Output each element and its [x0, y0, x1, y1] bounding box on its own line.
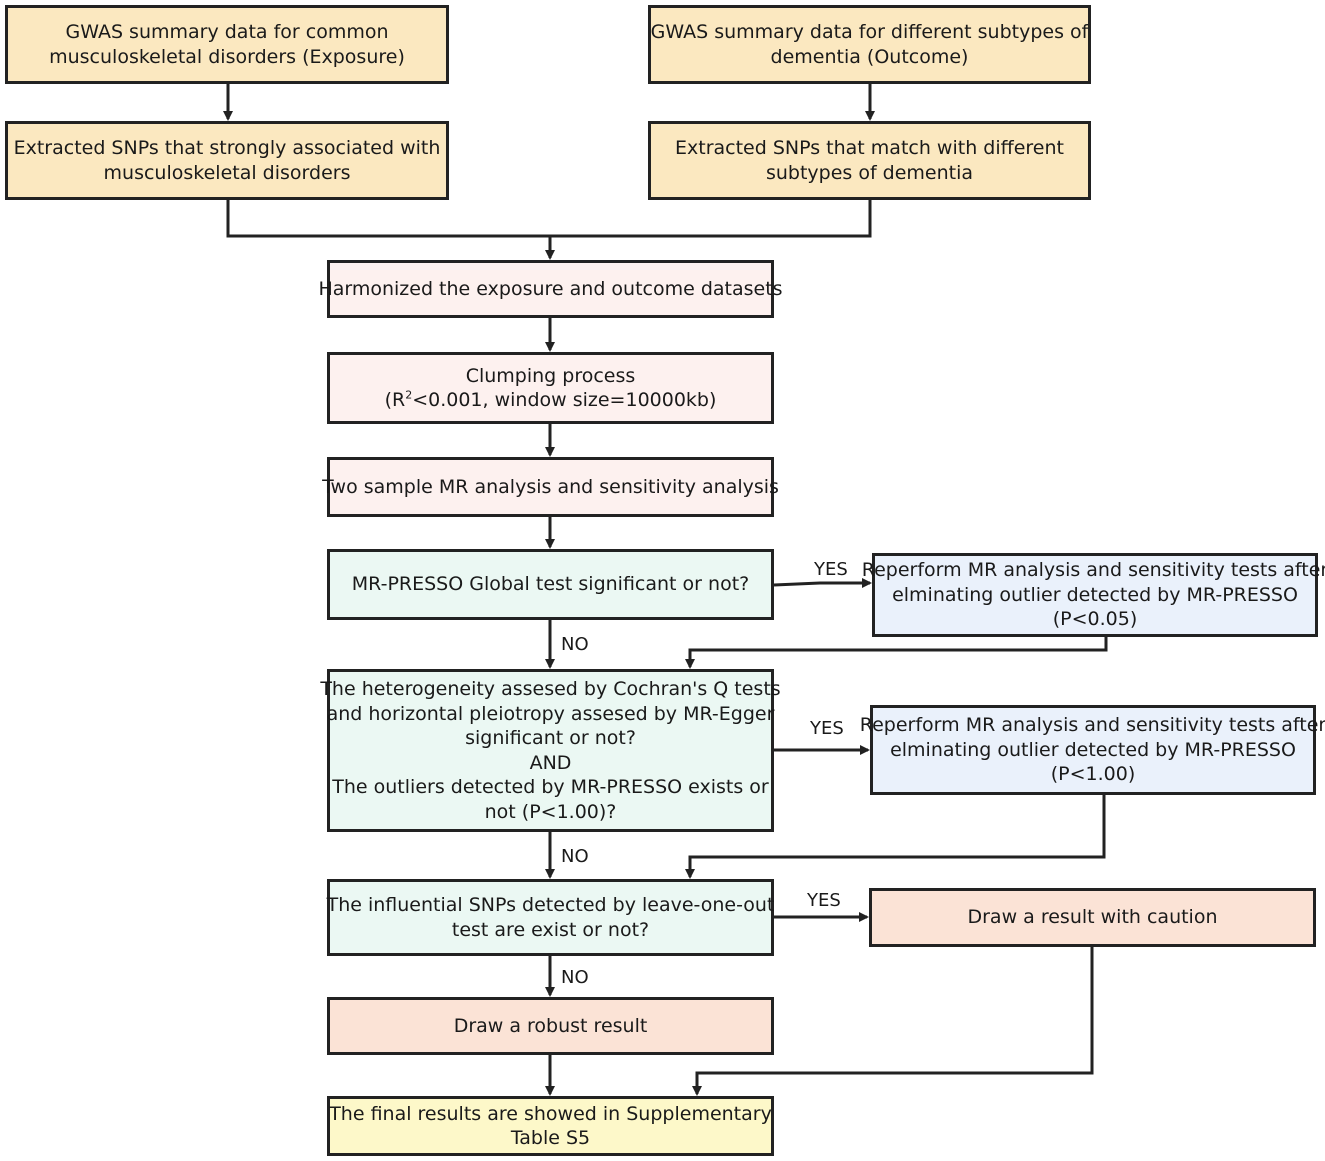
- clumping-line-1: Clumping process: [465, 364, 636, 387]
- final-line-1: The final results are showed in Suppleme…: [329, 1102, 772, 1125]
- harmonize-line-1: Harmonized the exposure and outcome data…: [318, 277, 783, 300]
- robust-box: Draw a robust result: [327, 997, 774, 1055]
- heterogeneity-line-3: significant or not?: [465, 727, 636, 749]
- exposure-snps-line-2: musculoskeletal disorders: [103, 161, 351, 184]
- mr-analysis-box: Two sample MR analysis and sensitivity a…: [322, 457, 779, 517]
- exposure-snps-box: Extracted SNPs that strongly associated …: [5, 121, 449, 200]
- clumping-r-superscript: 2: [405, 388, 413, 402]
- no-label-presso: NO: [561, 634, 589, 655]
- reperform-2-line-2: elminating outlier detected by MR-PRESSO: [890, 738, 1296, 761]
- final-box: The final results are showed in Suppleme…: [327, 1096, 774, 1156]
- caution-line-1: Draw a result with caution: [967, 906, 1218, 929]
- exposure-gwas-box: GWAS summary data for common musculoskel…: [5, 5, 449, 84]
- outcome-snps-box: Extracted SNPs that match with different…: [648, 121, 1091, 200]
- reperform-2-box: Reperform MR analysis and sensitivity te…: [860, 705, 1325, 795]
- yes-label-influential: YES: [807, 890, 841, 911]
- clumping-line-2: (R2<0.001, window size=10000kb): [385, 388, 717, 413]
- no-label-influential: NO: [561, 967, 589, 988]
- reperform-2-line-3: (P<1.00): [1050, 763, 1136, 786]
- heterogeneity-line-5: The outliers detected by MR-PRESSO exist…: [332, 776, 769, 798]
- exposure-snps-line-1: Extracted SNPs that strongly associated …: [13, 137, 441, 159]
- connector-outcome-snps-merge: [550, 200, 872, 238]
- exposure-gwas-line-2: musculoskeletal disorders (Exposure): [49, 45, 405, 68]
- influential-line-2: test are exist or not?: [451, 918, 650, 941]
- influential-line-1: The influential SNPs detected by leave-o…: [326, 894, 775, 916]
- heterogeneity-line-1: The heterogeneity assesed by Cochran's Q…: [320, 678, 781, 700]
- no-label-heterogeneity: NO: [561, 846, 589, 867]
- yes-label-presso: YES: [814, 559, 848, 580]
- arrow-presso-yes: [773, 578, 872, 588]
- robust-line-1: Draw a robust result: [453, 1014, 648, 1037]
- reperform-1-line-2: elminating outlier detected by MR-PRESSO: [892, 583, 1298, 606]
- reperform-1-line-1: Reperform MR analysis and sensitivity te…: [861, 559, 1325, 582]
- exposure-gwas-line-1: GWAS summary data for common: [65, 21, 389, 43]
- arrow-reperform2-return: [685, 795, 1106, 879]
- heterogeneity-box: The heterogeneity assesed by Cochran's Q…: [320, 669, 781, 832]
- influential-box: The influential SNPs detected by leave-o…: [327, 879, 774, 956]
- reperform-2-line-1: Reperform MR analysis and sensitivity te…: [859, 714, 1325, 737]
- reperform-1-line-3: (P<0.05): [1052, 608, 1138, 631]
- presso-global-line-1: MR-PRESSO Global test significant or not…: [351, 573, 750, 596]
- heterogeneity-line-4: AND: [529, 751, 572, 774]
- outcome-gwas-box: GWAS summary data for different subtypes…: [648, 5, 1091, 84]
- yes-label-heterogeneity: YES: [810, 718, 844, 739]
- clumping-box: Clumping process (R2<0.001, window size=…: [327, 352, 774, 424]
- heterogeneity-line-6: not (P<1.00)?: [484, 800, 617, 823]
- connector-exposure-snps-merge: [226, 200, 550, 238]
- outcome-snps-line-2: subtypes of dementia: [765, 161, 974, 184]
- final-line-2: Table S5: [510, 1127, 591, 1149]
- caution-box: Draw a result with caution: [869, 888, 1316, 947]
- outcome-gwas-line-2: dementia (Outcome): [770, 45, 969, 68]
- outcome-gwas-line-1: GWAS summary data for different subtypes…: [650, 21, 1089, 43]
- clumping-r-label: (R: [384, 389, 406, 411]
- outcome-snps-line-1: Extracted SNPs that match with different: [675, 137, 1064, 159]
- presso-global-box: MR-PRESSO Global test significant or not…: [327, 549, 774, 620]
- heterogeneity-line-2: and horizontal pleiotropy assesed by MR-…: [326, 702, 775, 725]
- clumping-threshold: <0.001, window size=10000kb): [412, 389, 717, 411]
- arrow-caution-to-final: [692, 947, 1094, 1096]
- mr-analysis-line-1: Two sample MR analysis and sensitivity a…: [322, 475, 779, 498]
- arrow-reperform1-return: [685, 637, 1108, 669]
- harmonize-box: Harmonized the exposure and outcome data…: [318, 260, 783, 318]
- reperform-1-box: Reperform MR analysis and sensitivity te…: [862, 553, 1325, 637]
